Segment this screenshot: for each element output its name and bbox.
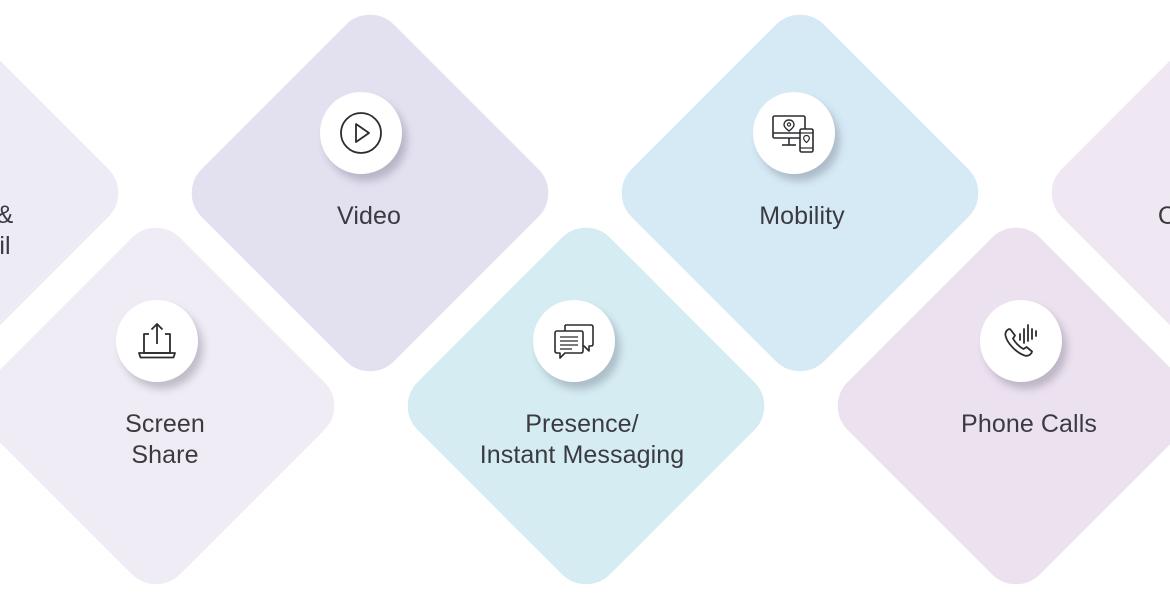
share-laptop-icon xyxy=(138,323,176,359)
phone-calls-label: Phone Calls xyxy=(961,410,1097,438)
mobility-label: Mobility xyxy=(759,202,845,230)
video-label: Video xyxy=(337,202,401,230)
video-icon-circle xyxy=(320,92,402,174)
email-label-line1: & xyxy=(0,200,165,231)
phone-calls-icon-circle xyxy=(980,300,1062,382)
phone-call-icon xyxy=(1004,324,1037,357)
presence-label-line1: Presence/ xyxy=(525,410,639,438)
email-tile-label: & il xyxy=(0,200,165,262)
screen-share-label-line2: Share xyxy=(131,441,199,469)
presence-label-line2: Instant Messaging xyxy=(479,441,685,469)
mobility-icon-circle xyxy=(753,92,835,174)
play-icon xyxy=(340,112,382,154)
screen-share-tile[interactable] xyxy=(0,196,366,600)
presence-tile-background xyxy=(376,196,796,600)
screen-share-label: Screen Share xyxy=(5,409,325,471)
screen-share-label-line1: Screen xyxy=(125,410,205,438)
chat-bubbles-icon xyxy=(554,324,594,359)
right-partial-label: C xyxy=(1157,202,1170,230)
phone-calls-tile[interactable] xyxy=(806,196,1170,600)
screen-share-tile-background xyxy=(0,196,366,600)
presence-label: Presence/ Instant Messaging xyxy=(422,409,742,471)
email-label-line2: il xyxy=(0,232,11,260)
devices-location-icon xyxy=(772,115,814,153)
presence-icon-circle xyxy=(533,300,615,382)
phone-calls-tile-background xyxy=(806,196,1170,600)
screen-share-icon-circle xyxy=(116,300,198,382)
presence-tile[interactable] xyxy=(376,196,796,600)
